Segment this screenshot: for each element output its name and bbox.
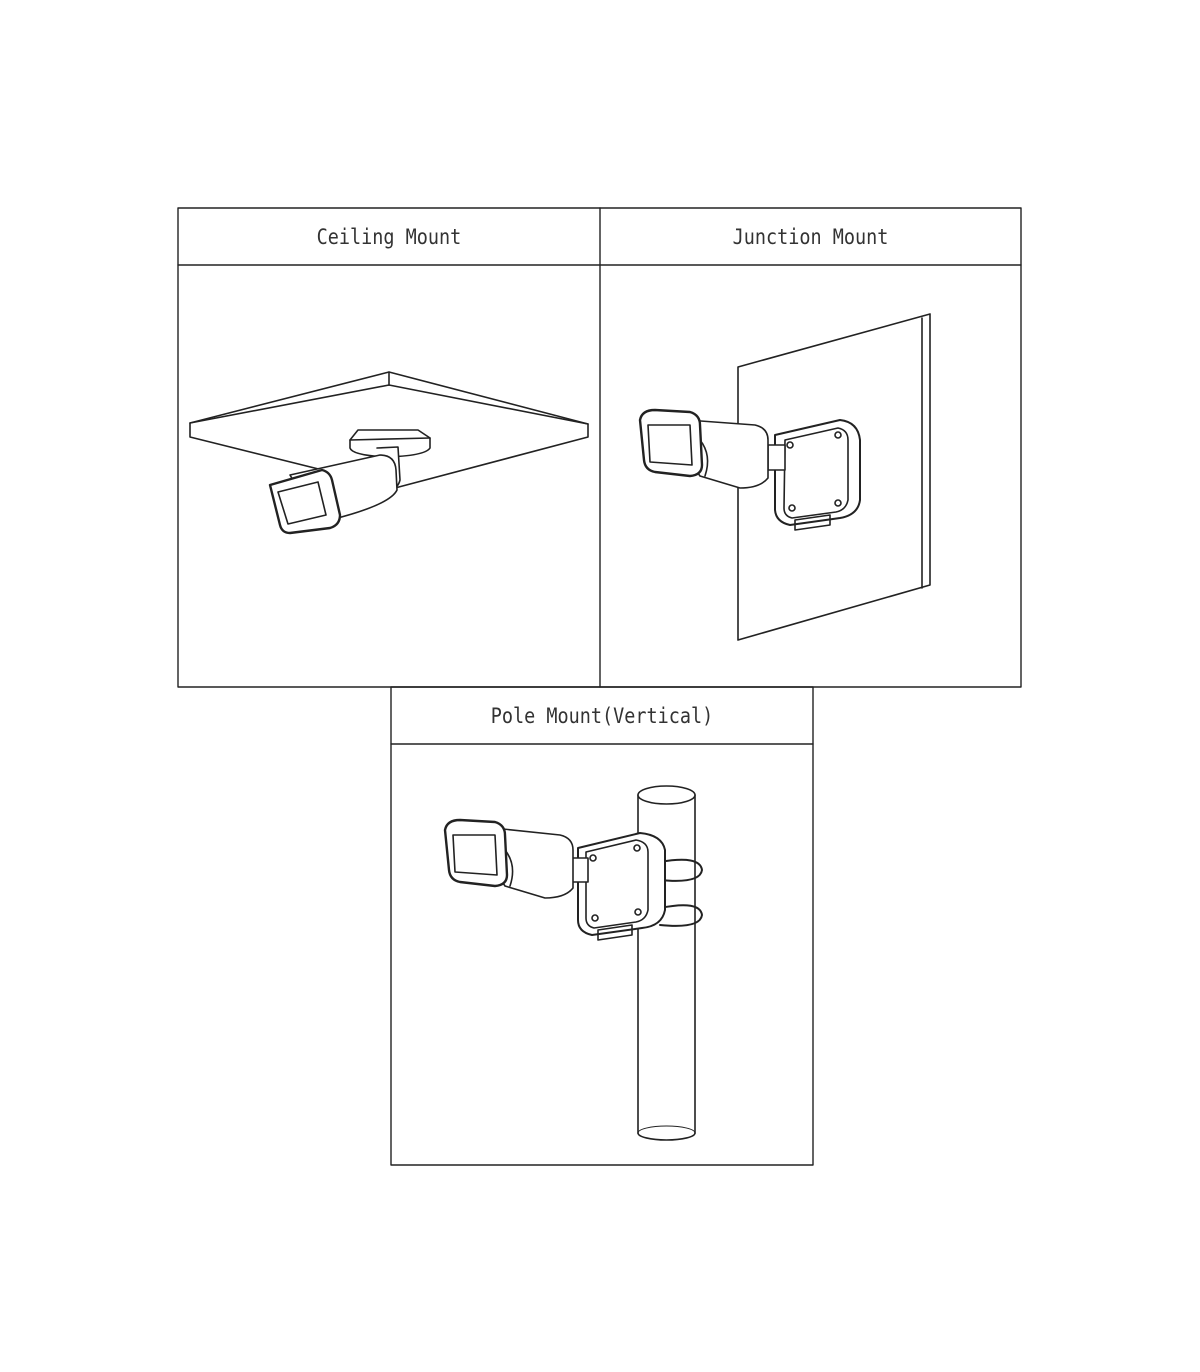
junction-camera [638, 408, 786, 489]
panel-title-junction-mount: Junction Mount [732, 224, 889, 249]
ceiling-camera [268, 454, 398, 535]
pole-mount-illustration [443, 785, 703, 1141]
junction-mount-illustration [638, 313, 931, 641]
pole [637, 785, 696, 1141]
pole-camera [443, 818, 589, 899]
ceiling-mount-illustration [189, 371, 589, 535]
junction-box [774, 419, 861, 531]
table-frame [177, 207, 1022, 1166]
panel-title-pole-mount: Pole Mount(Vertical) [490, 703, 714, 728]
pole-junction-box [577, 832, 666, 941]
panel-title-ceiling-mount: Ceiling Mount [316, 224, 462, 249]
pole-straps [659, 858, 703, 927]
